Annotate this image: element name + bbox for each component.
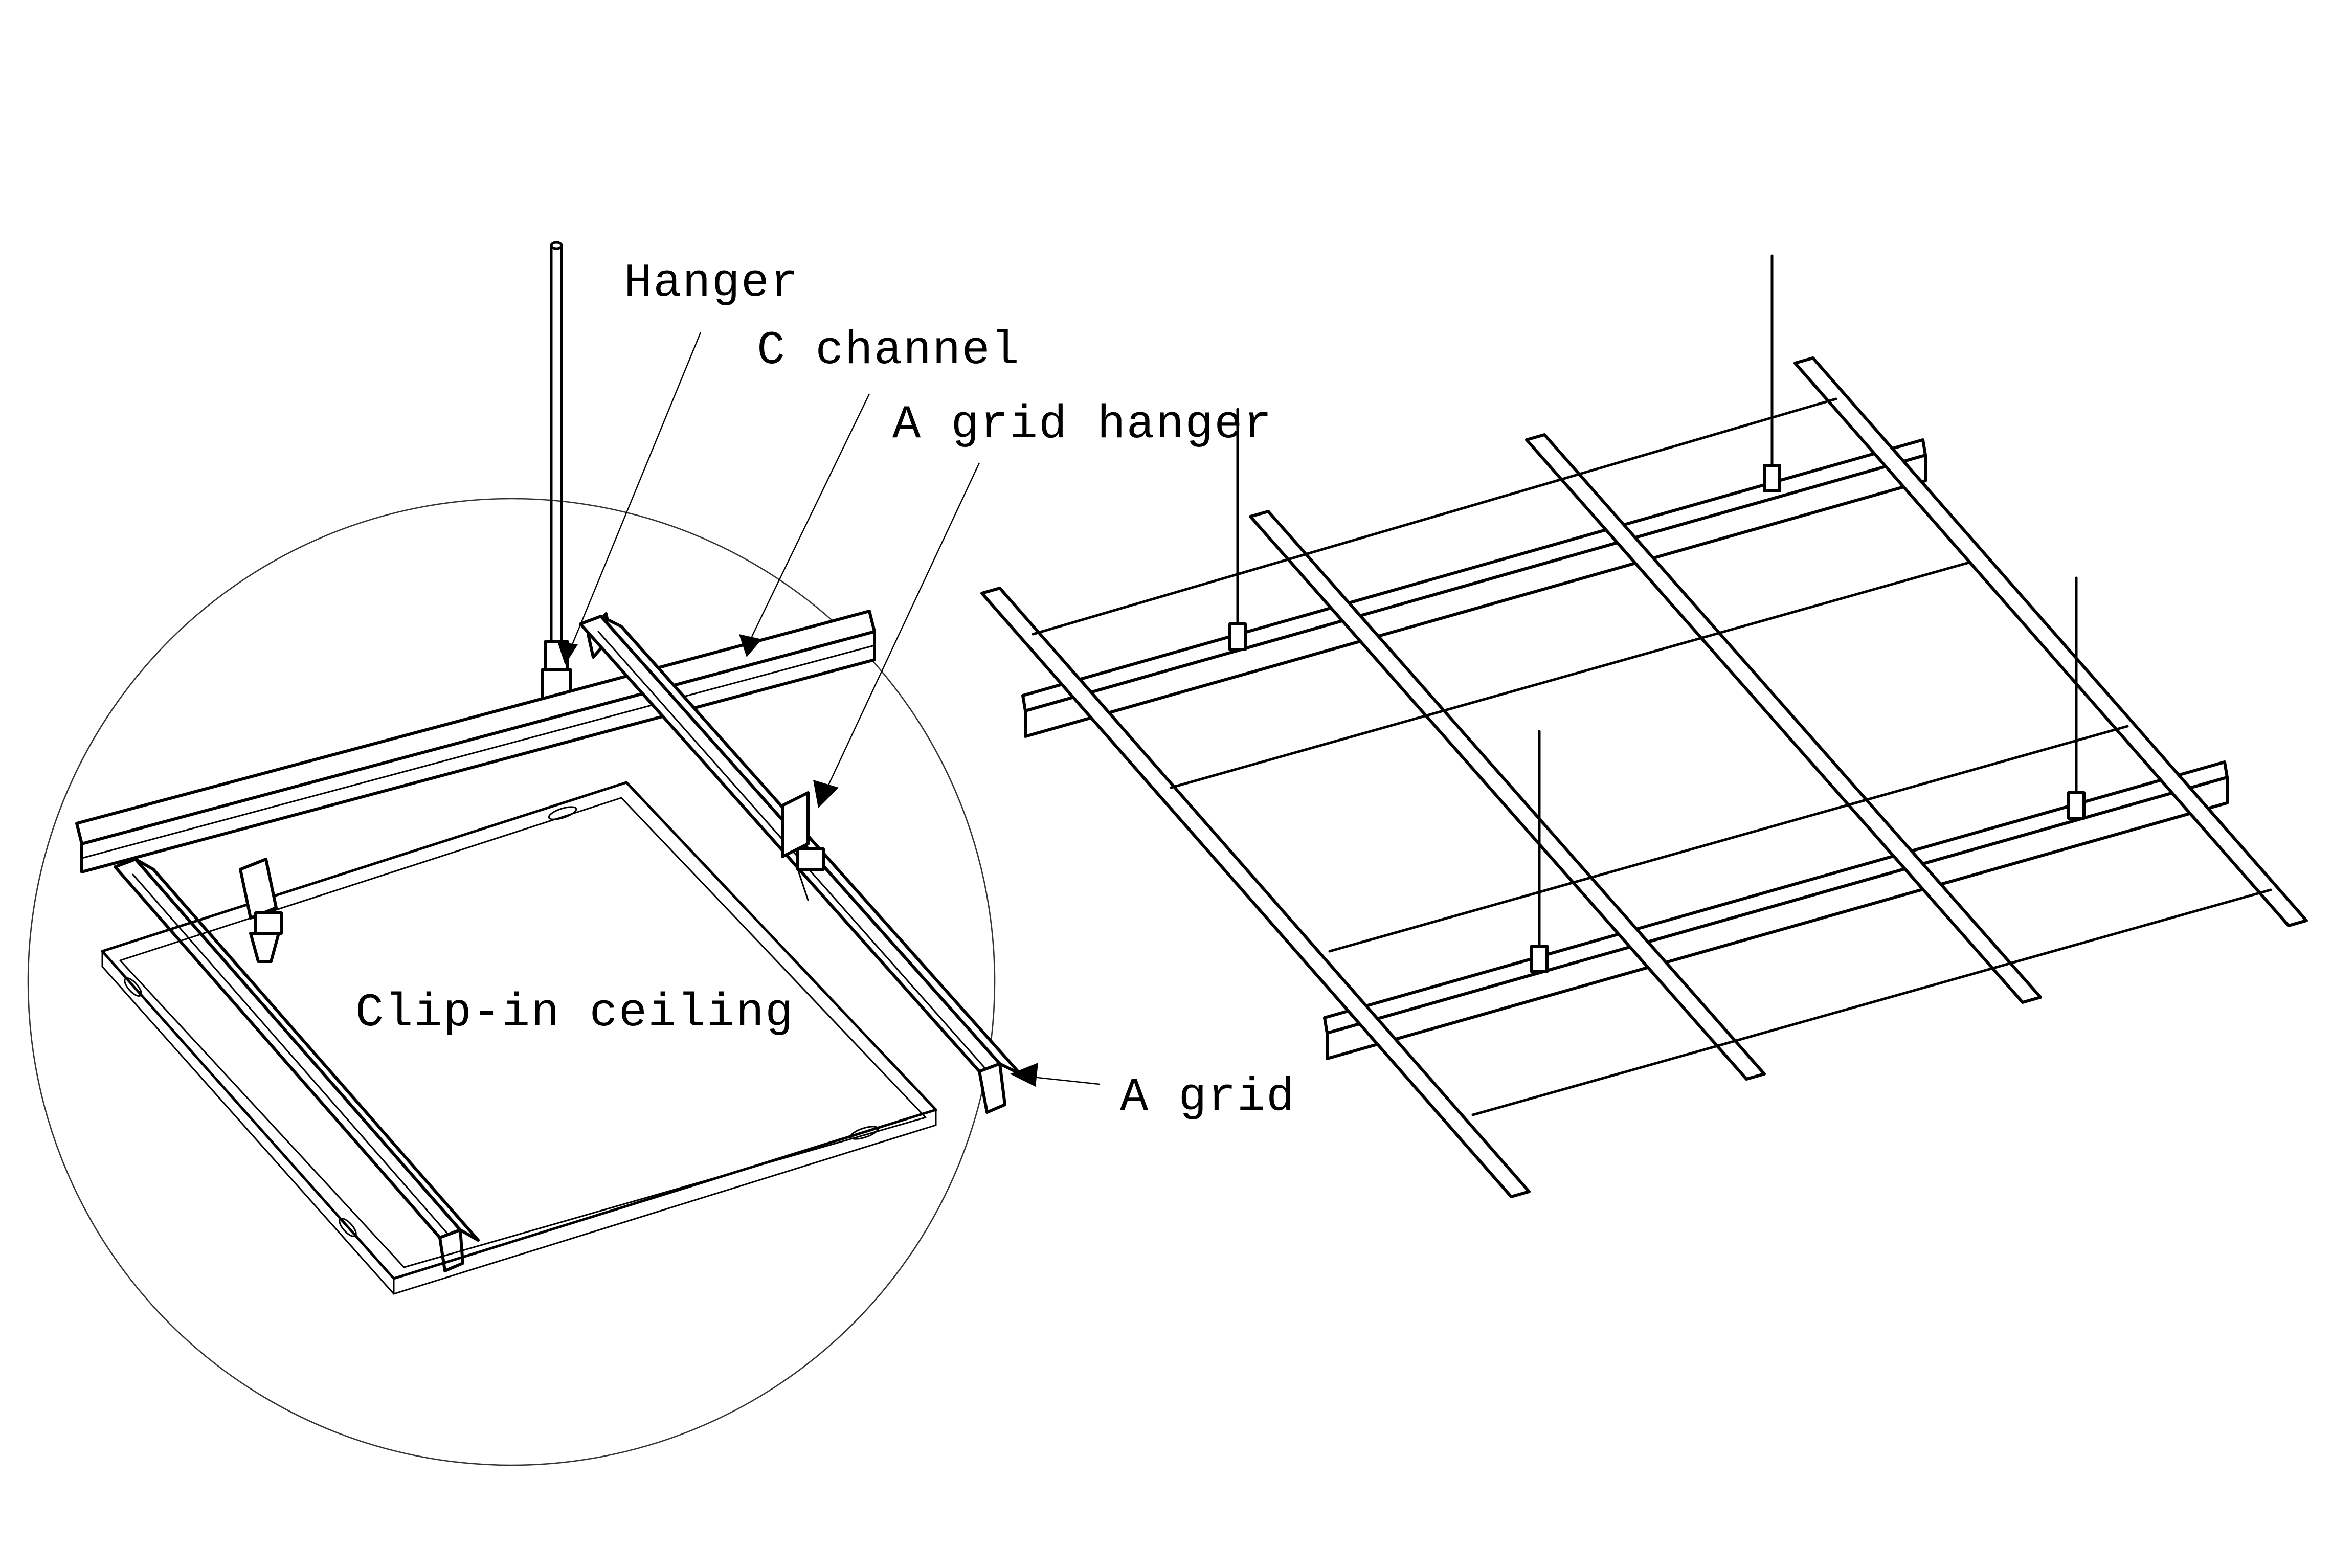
c-channel-bottom (1323, 760, 2229, 1060)
grid-hanger-3 (1530, 730, 1549, 973)
leader-a-grid-hanger (813, 462, 980, 808)
label-hanger: Hanger (624, 256, 799, 310)
label-clip-in-ceiling: Clip-in ceiling (355, 986, 794, 1040)
a-grid-runner-1 (980, 587, 1531, 1198)
a-grid-runner-left (114, 858, 480, 1272)
label-c-channel: C channel (757, 324, 1020, 377)
a-grid-hanger-clip-2 (239, 858, 283, 963)
c-channel (75, 610, 876, 873)
clip-in-panel (101, 781, 937, 1295)
label-a-grid-hanger: A grid hanger (892, 398, 1273, 452)
a-grid-runner-4 (1793, 356, 2308, 927)
grid-hanger-2 (1763, 254, 1781, 492)
grid-hanger-1 (1228, 408, 1247, 651)
a-grid-hanger-clip-1 (781, 791, 825, 901)
a-grid-runner-2 (1249, 510, 1766, 1081)
detail-view: Hanger C channel A grid hanger Clip-in c… (27, 241, 1295, 1466)
a-grid-runner-3 (1525, 433, 2042, 1004)
c-channel-top (1021, 438, 1927, 738)
leader-a-grid (1010, 1063, 1100, 1087)
leader-c-channel (739, 393, 870, 657)
detail-circle (27, 498, 996, 1466)
leader-hanger (557, 332, 702, 665)
cross-tees (1032, 397, 2272, 1116)
grid-overview (980, 254, 2308, 1198)
label-a-grid: A grid (1120, 1070, 1295, 1124)
grid-hanger-4 (2067, 576, 2086, 820)
